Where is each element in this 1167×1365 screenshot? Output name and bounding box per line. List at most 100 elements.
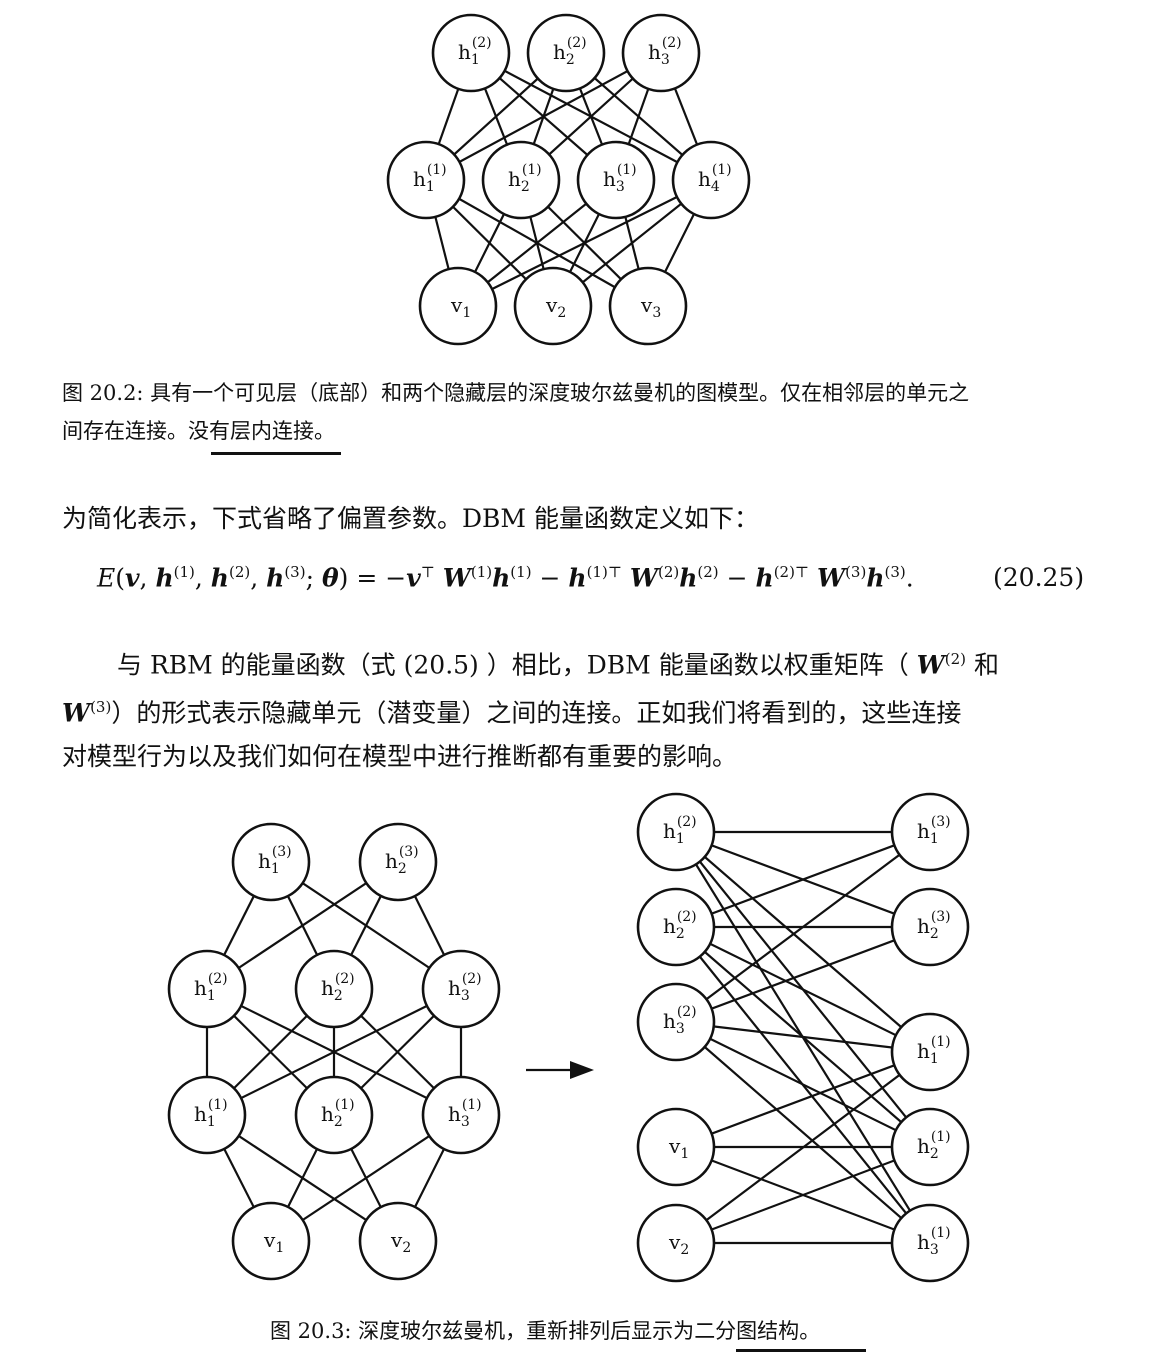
node-circle (576, 140, 656, 220)
node-h2_1: h1(2) (636, 792, 716, 872)
node-h1_3: h3(1) (421, 1075, 501, 1155)
node-circle (636, 792, 716, 872)
edge-h2_3-h1_1 (425, 52, 662, 181)
node-h2_3: h3(2) (421, 949, 501, 1029)
node-label: v2 (668, 1230, 689, 1258)
node-circle (890, 792, 970, 872)
node-circle (608, 266, 688, 346)
node-circle (386, 140, 466, 220)
node-h1_2: h2(1) (890, 1107, 970, 1187)
paragraph-1: 为简化表示，下式省略了偏置参数。DBM 能量函数定义如下： (62, 504, 759, 533)
node-circle (421, 949, 501, 1029)
edge-h2_3-h1_3 (675, 1021, 931, 1244)
node-label: v2 (390, 1228, 411, 1256)
node-circle (636, 982, 716, 1062)
node-label: h2(2) (321, 971, 355, 1004)
equation-number: (20.25) (993, 563, 1085, 592)
no-intralayer-link: 没有层内连接 (188, 419, 314, 443)
paragraph-2: 与 RBM 的能量函数（式 (20.5) ）相比，DBM 能量函数以权重矩阵（ … (62, 638, 1102, 778)
node-label: h1(1) (413, 162, 447, 195)
node-label: h3(2) (663, 1004, 697, 1037)
node-label: h3(2) (648, 35, 682, 68)
figure-20-2-caption: 图 20.2: 具有一个可见层（底部）和两个隐藏层的深度玻尔兹曼机的图模型。仅在… (62, 374, 1102, 450)
edge-h2_1-h1_1 (675, 831, 931, 1053)
node-h3_2: h2(3) (358, 822, 438, 902)
node-label: h3(2) (448, 971, 482, 1004)
node-circle (358, 822, 438, 902)
node-h1_4: h4(1) (671, 140, 751, 220)
paragraph-2-line-1: 与 RBM 的能量函数（式 (20.5) ）相比，DBM 能量函数以权重矩阵（ … (117, 650, 999, 680)
node-circle (231, 1201, 311, 1281)
node-h1_1: h1(1) (167, 1075, 247, 1155)
node-label: h2(2) (663, 909, 697, 942)
node-h1_3: h3(1) (890, 1203, 970, 1283)
node-label: h2(1) (508, 162, 542, 195)
equation-20-25: E(v, h(1), h(2), h(3); θ) = −v⊤ W(1)h(1)… (97, 563, 914, 593)
edge-h2_2-h1_1 (675, 926, 931, 1053)
figure-20-3-diagram: h1(3) h2(3) h1(2) h2(2) h3(2) h1(1) h2(1) h3(1)… (167, 792, 970, 1283)
node-h3_2: h2(3) (890, 887, 970, 967)
node-label: h2(3) (385, 844, 419, 877)
node-h2_1: h1(2) (167, 949, 247, 1029)
node-label: h1(1) (194, 1097, 228, 1130)
node-h2_2: h2(2) (294, 949, 374, 1029)
edge-h2_3-h1_1 (675, 1020, 931, 1054)
paragraph-2-line-2: W(3)）的形式表示隐藏单元（潜变量）之间的连接。正如我们将看到的，这些连接 (62, 698, 962, 728)
node-h1_2: h2(1) (481, 140, 561, 220)
node-v_3: v3 (608, 266, 688, 346)
node-circle (431, 13, 511, 93)
edge-v_2-h1_2 (675, 1145, 931, 1245)
node-label: h1(3) (917, 814, 951, 847)
node-v_1: v1 (418, 266, 498, 346)
node-circle (636, 1203, 716, 1283)
node-label: h3(1) (448, 1097, 482, 1130)
node-label: h2(3) (917, 909, 951, 942)
node-label: h4(1) (698, 162, 732, 195)
fig20-3-left-edges (205, 861, 463, 1242)
node-h3_1: h1(3) (890, 792, 970, 872)
node-h2_2: h2(2) (526, 13, 606, 93)
paragraph-2-line-3: 对模型行为以及我们如何在模型中进行推断都有重要的影响。 (62, 741, 738, 771)
node-circle (621, 13, 701, 93)
node-circle (513, 266, 593, 346)
node-circle (890, 1203, 970, 1283)
node-v_1: v1 (636, 1107, 716, 1187)
node-circle (167, 949, 247, 1029)
node-v_2: v2 (358, 1201, 438, 1281)
node-circle (294, 1075, 374, 1155)
node-label: h3(1) (917, 1225, 951, 1258)
node-h2_2: h2(2) (636, 887, 716, 967)
node-label: h1(2) (458, 35, 492, 68)
caption-line-1: 图 20.2: 具有一个可见层（底部）和两个隐藏层的深度玻尔兹曼机的图模型。仅在… (62, 381, 970, 405)
caption-line-2: 间存在连接。没有层内连接。 (62, 419, 335, 443)
node-h1_3: h3(1) (576, 140, 656, 220)
caption-underline-1 (211, 452, 341, 455)
node-circle (294, 949, 374, 1029)
node-label: h1(1) (917, 1034, 951, 1067)
edge-h2_2-h3_1 (675, 830, 931, 929)
transform-arrow-icon (570, 1061, 594, 1079)
node-h2_1: h1(2) (431, 13, 511, 93)
node-label: h1(2) (663, 814, 697, 847)
node-circle (358, 1201, 438, 1281)
edge-h2_3-h3_1 (675, 831, 931, 1023)
node-label: v1 (450, 293, 471, 321)
node-circle (231, 822, 311, 902)
caption-underline-2 (736, 1349, 866, 1352)
node-circle (671, 140, 751, 220)
node-h1_1: h1(1) (890, 1012, 970, 1092)
node-circle (421, 1075, 501, 1155)
node-v_2: v2 (636, 1203, 716, 1283)
node-circle (636, 887, 716, 967)
edge-h2_3-h1_2 (675, 1021, 931, 1148)
node-label: v3 (640, 293, 661, 321)
node-h1_2: h2(1) (294, 1075, 374, 1155)
node-v_1: v1 (231, 1201, 311, 1281)
node-h3_1: h1(3) (231, 822, 311, 902)
node-h2_3: h3(2) (621, 13, 701, 93)
node-label: h1(2) (194, 971, 228, 1004)
node-label: v1 (263, 1228, 284, 1256)
node-label: h2(1) (917, 1129, 951, 1162)
node-h2_3: h3(2) (636, 982, 716, 1062)
